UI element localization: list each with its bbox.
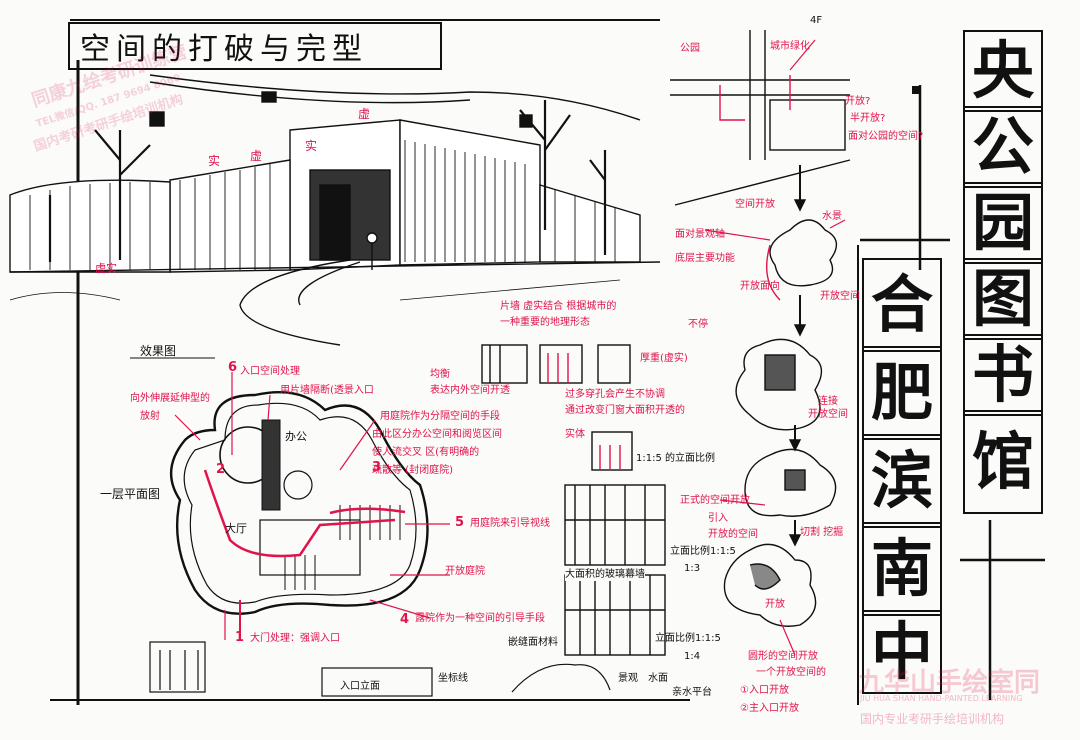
right-a1: 空间开放: [735, 199, 775, 210]
mark-void-2: 虚: [358, 107, 371, 121]
watermark-bottom-en: JIU HUA SHAN HAND-PAINTED LEARNING: [860, 694, 1023, 703]
marker-1: 1: [235, 630, 245, 645]
right-a12: 切割 挖掘: [800, 527, 844, 538]
note-center-3: 使人流交叉 区(有明确的: [372, 447, 480, 458]
perspective-sketch: [9, 74, 661, 346]
right-a18: ②主入口开放: [740, 703, 799, 714]
watermark-bottom-cn: 九华山手绘室同: [858, 668, 1041, 698]
marker-5: 5: [455, 515, 465, 530]
section-note-2: 入口立面: [340, 681, 380, 692]
note-open-courtyard: 开放庭院: [445, 566, 485, 577]
title-frame: [68, 22, 442, 70]
right-a17: ①入口开放: [740, 685, 789, 696]
mark-solid-1: 实: [208, 154, 221, 168]
right-a4: 水景: [822, 211, 842, 222]
elev-note-heavy: 厚重(虚实): [640, 353, 688, 364]
section-note-4: 景观: [618, 673, 638, 684]
right-a16: 一个开放空间的: [756, 667, 826, 678]
facade-studies: [481, 344, 666, 656]
title-column-frame: [860, 85, 1045, 700]
right-q1: 开放?: [845, 96, 871, 107]
ratio-1: 立面比例1:1:5: [670, 546, 736, 557]
marker-3: 3: [372, 460, 382, 475]
elev-note-1b: 一种重要的地理形态: [500, 317, 590, 328]
right-a15: 圆形的空间开放: [748, 651, 818, 662]
label-park: 公园: [680, 43, 700, 54]
title-char: 图: [963, 258, 1043, 340]
section-note-5: 水面: [648, 673, 668, 684]
right-leaders: [704, 39, 846, 656]
right-q2: 半开放?: [850, 113, 886, 124]
title-char: 肥: [862, 346, 942, 440]
note-gate: 大门处理：强调入口: [250, 633, 340, 644]
section-note-3: 坐标线: [438, 673, 468, 684]
marker-4: 4: [400, 612, 410, 627]
right-a2: 面对景观轴: [675, 229, 725, 240]
title-char: 书: [963, 334, 1043, 416]
title-char: 中: [862, 610, 942, 694]
ratio-3: 立面比例1:1:5: [655, 633, 721, 644]
right-a8: 连接: [818, 396, 838, 407]
ratio-4: 1:4: [684, 651, 701, 662]
floor-plan: [169, 391, 429, 635]
title-char: 合: [862, 258, 942, 352]
massing-analysis: [670, 30, 851, 627]
watermark-bottom-cn2: 国内专业考研手绘培训机构: [860, 712, 1005, 726]
label-office: 办公: [285, 430, 307, 443]
right-a14: 开放: [765, 599, 785, 610]
elev-note-balance: 均衡: [430, 369, 450, 380]
title-char: 园: [963, 182, 1043, 264]
ratio-2: 1:3: [684, 563, 701, 574]
mark-void-1: 虚: [250, 149, 263, 163]
marker-2: 2: [216, 462, 226, 477]
page-title: 空间的打破与完型: [80, 32, 368, 67]
label-perspective: 效果图: [140, 344, 177, 358]
note-left-1: 向外伸展延伸型的: [130, 393, 210, 404]
label-hall: 大厅: [225, 522, 247, 535]
right-a11: 开放的空间: [708, 529, 758, 540]
note-center-1: 用庭院作为分隔空间的手段: [380, 411, 500, 422]
right-a13: 开放空间: [808, 409, 848, 420]
elev-note-ratio: 1:1:5 的立面比例: [636, 453, 716, 464]
right-a7: 不停: [688, 319, 708, 330]
plan-leaders: [174, 372, 450, 640]
right-a5: 开放面向: [740, 281, 780, 292]
elev-note-5a: 过多穿孔会产生不协调: [565, 389, 665, 400]
right-a6: 开放空间: [820, 291, 860, 302]
right-q3: 面对公园的空间?: [848, 131, 924, 142]
right-a10: 引入: [708, 513, 728, 524]
note-left-2: 放射: [140, 411, 160, 422]
note-courtyard-view: 用庭院来引导视线: [470, 518, 550, 529]
entrance-elevation: [149, 641, 611, 697]
title-char: 南: [862, 522, 942, 616]
title-char: 公: [963, 106, 1043, 188]
elev-note-solid: 实体: [565, 429, 585, 440]
note-wall-partition: 用片墙隔断(透景入口: [280, 385, 374, 396]
elev-note-5b: 通过改变门窗大面积开透的: [565, 405, 685, 416]
right-a9: 正式的空间开放: [680, 495, 750, 506]
note-center-2: 由此区分办公空间和阅览区间: [372, 429, 502, 440]
note-center-4: 疏散等 (封闭庭院): [372, 465, 453, 476]
note-courtyard-guide: 露院作为一种空间的引导手段: [415, 613, 545, 624]
title-char: 馆: [963, 410, 1043, 514]
section-note-1: 嵌缝面材料: [508, 637, 558, 648]
note-entrance-space: 入口空间处理: [240, 366, 300, 377]
mark-solid-2: 实: [305, 139, 318, 153]
right-a3: 底层主要功能: [675, 253, 735, 264]
elev-note-1a: 片墙 虚实结合 根据城市的: [500, 301, 617, 312]
section-note-6: 亲水平台: [672, 687, 712, 698]
label-4f: 4F: [810, 15, 823, 26]
mark-void-solid: 虚实: [95, 262, 117, 275]
elev-note-glass: 大面积的玻璃幕墙: [565, 568, 645, 581]
label-plan: 一层平面图: [100, 487, 161, 501]
label-block: 城市绿化: [770, 41, 810, 52]
elev-note-open: 表达内外空间开透: [430, 385, 510, 396]
title-char: 滨: [862, 434, 942, 528]
marker-6: 6: [228, 360, 238, 375]
title-char: 央: [963, 30, 1043, 112]
